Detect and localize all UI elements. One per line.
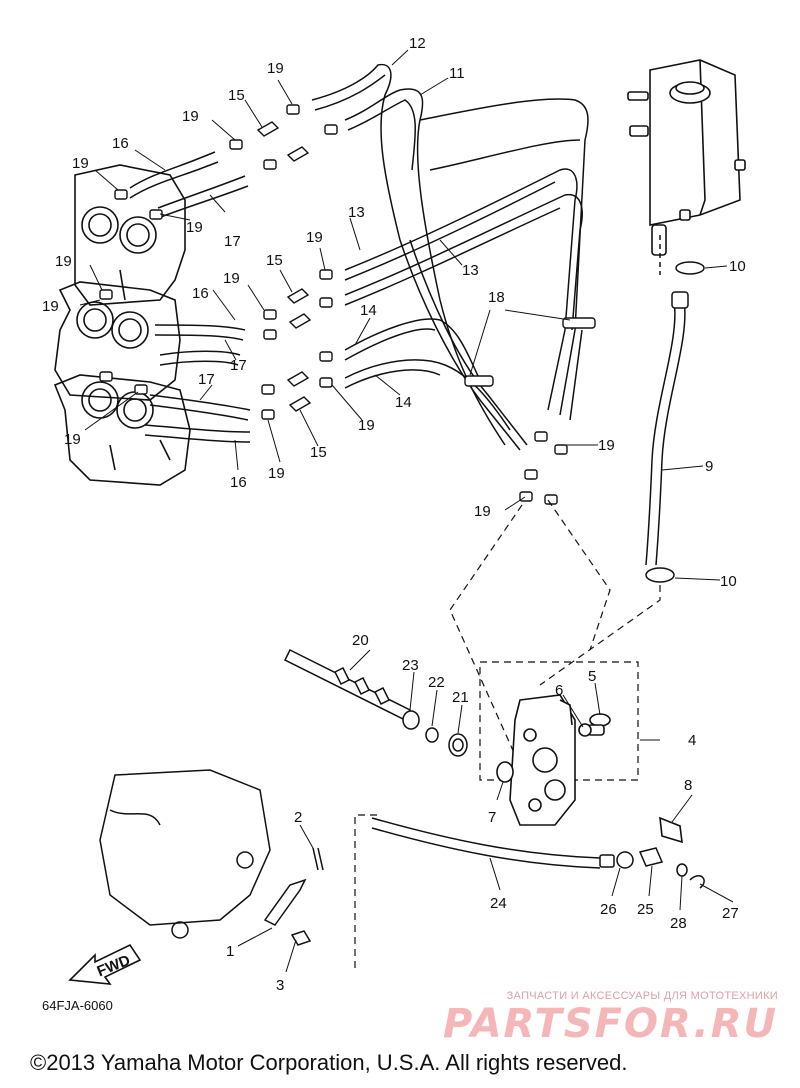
callout-19l: 19 [598, 437, 615, 454]
watermark-tagline: ЗАПЧАСТИ И АКСЕССУАРЫ ДЛЯ МОТОТЕХНИКИ [506, 990, 778, 1002]
clamps-18 [464, 317, 596, 387]
hoses-16-17 [129, 151, 251, 443]
hose-24-and-fittings [371, 817, 705, 889]
hoses-11-14 [311, 63, 589, 451]
callout-26: 26 [600, 901, 617, 918]
callout-10b: 10 [720, 573, 737, 590]
callout-18: 18 [488, 289, 505, 306]
callout-7: 7 [488, 809, 496, 826]
callout-19a: 19 [267, 60, 284, 77]
callout-19f: 19 [55, 253, 72, 270]
callout-19e: 19 [306, 229, 323, 246]
callout-21: 21 [452, 689, 469, 706]
callout-15c: 15 [310, 444, 327, 461]
callout-23: 23 [402, 657, 419, 674]
callout-13b: 13 [462, 262, 479, 279]
callout-8: 8 [684, 777, 692, 794]
callout-19b: 19 [182, 108, 199, 125]
clips-and-nipples [99, 104, 568, 505]
drive-shaft-20 [283, 648, 468, 757]
phantom-lines [354, 499, 661, 968]
callout-27: 27 [722, 905, 739, 922]
callout-17c: 17 [198, 371, 215, 388]
watermark-brand: PARTSFOR.RU [442, 1001, 778, 1047]
callout-19j: 19 [64, 431, 81, 448]
callout-19c: 19 [72, 155, 89, 172]
callout-19i: 19 [358, 417, 375, 434]
oil-tank-drawing [627, 59, 746, 256]
callout-25: 25 [637, 901, 654, 918]
callout-15a: 15 [228, 87, 245, 104]
callout-17b: 17 [230, 357, 247, 374]
callout-19g: 19 [223, 270, 240, 287]
callout-19k: 19 [268, 465, 285, 482]
callout-19h: 19 [42, 298, 59, 315]
callout-6: 6 [555, 682, 563, 699]
copyright-footer: ©2013 Yamaha Motor Corporation, U.S.A. A… [30, 1050, 628, 1075]
callout-1: 1 [226, 943, 234, 960]
callout-4: 4 [688, 732, 696, 749]
intake-manifold-drawing [53, 164, 191, 486]
diagram-part-code: 64FJA-6060 [42, 998, 113, 1013]
hose-9 [645, 235, 705, 583]
callout-16a: 16 [112, 135, 129, 152]
callout-22: 22 [428, 674, 445, 691]
callout-10a: 10 [729, 258, 746, 275]
callout-numbers: 12 11 19 15 19 16 19 19 17 13 19 13 15 1… [42, 35, 746, 994]
fwd-label: FWD [95, 952, 133, 981]
leader-lines [79, 49, 734, 973]
callout-9: 9 [705, 458, 713, 475]
callout-24: 24 [490, 895, 507, 912]
callout-28: 28 [670, 915, 687, 932]
callout-3: 3 [276, 977, 284, 994]
callout-14a: 14 [360, 302, 377, 319]
crankcase-drawing [99, 769, 324, 946]
callout-5: 5 [588, 668, 596, 685]
oil-pump-exploded-diagram: FWD 12 11 19 15 19 16 19 19 17 13 19 [42, 35, 746, 994]
fwd-arrow: FWD [68, 943, 142, 985]
callout-19d: 19 [186, 219, 203, 236]
callout-14b: 14 [395, 394, 412, 411]
watermark: ЗАПЧАСТИ И АКСЕССУАРЫ ДЛЯ МОТОТЕХНИКИ PA… [443, 990, 778, 1046]
callout-13a: 13 [348, 204, 365, 221]
callout-11: 11 [449, 65, 465, 82]
callout-20: 20 [352, 632, 369, 649]
callout-15b: 15 [266, 252, 283, 269]
callout-17a: 17 [224, 233, 241, 250]
callout-2: 2 [294, 809, 302, 826]
callout-12: 12 [409, 35, 426, 52]
callout-19m: 19 [474, 503, 491, 520]
callout-16c: 16 [230, 474, 247, 491]
callout-16b: 16 [192, 285, 209, 302]
oil-pump-drawing [496, 694, 683, 844]
